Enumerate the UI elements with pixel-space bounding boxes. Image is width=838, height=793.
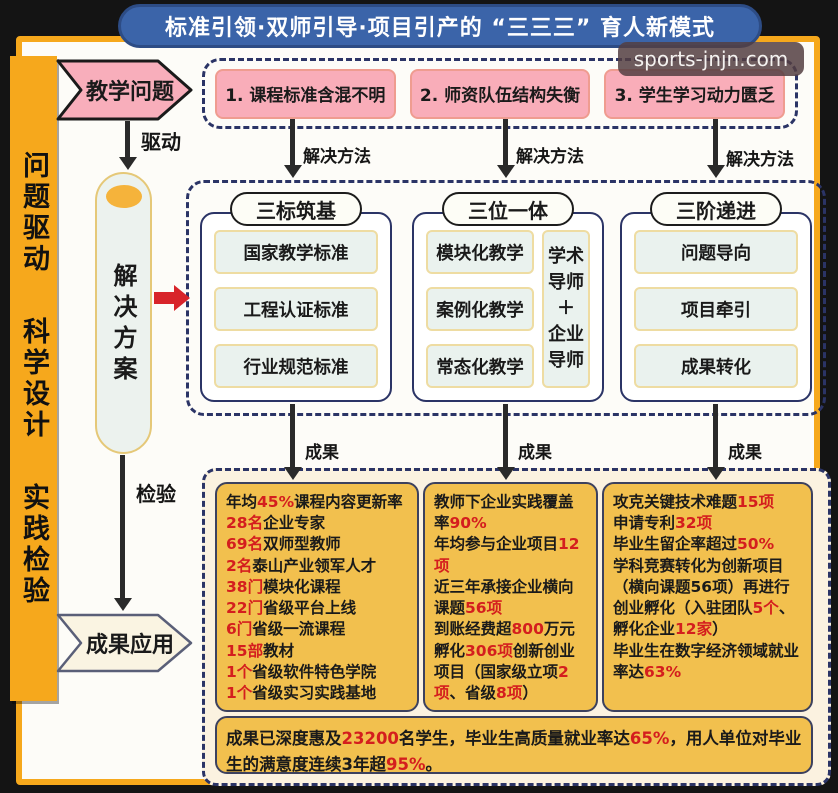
sidebox-line: 导师 xyxy=(548,271,584,293)
col1-header: 三标筑基 xyxy=(230,192,362,226)
col2-item-1: 模块化教学 xyxy=(426,230,534,274)
result-apply-label: 成果应用 xyxy=(85,633,174,658)
problems-row: 1. 课程标准含混不明 2. 师资队伍结构失衡 3. 学生学习动力匮乏 xyxy=(202,58,798,129)
slogan-problem-driven: 问题驱动 xyxy=(18,150,49,275)
problem-item-1: 1. 课程标准含混不明 xyxy=(215,68,396,119)
result-label-1: 成果 xyxy=(305,443,339,463)
col1-item-3: 行业规范标准 xyxy=(214,344,378,388)
col2-mentors-sidebox: 学术 导师 ＋ 企业 导师 xyxy=(542,230,590,388)
solve-label-2: 解决方法 xyxy=(516,147,584,167)
result-label-3: 成果 xyxy=(728,443,762,463)
col3-item-1: 问题导向 xyxy=(634,230,798,274)
result-arrow-3 xyxy=(713,404,718,467)
problem-item-2: 2. 师资队伍结构失衡 xyxy=(409,68,591,119)
solve-arrow-1 xyxy=(290,119,295,165)
solve-label-1: 解决方法 xyxy=(303,147,371,167)
sidebox-line: 导师 xyxy=(548,350,584,372)
solve-label-3: 解决方法 xyxy=(726,150,794,170)
col3-header: 三阶递进 xyxy=(650,192,782,226)
check-label: 检验 xyxy=(136,482,176,506)
chevron-shape-icon xyxy=(56,59,193,121)
slogan-practice-check: 实践检验 xyxy=(18,482,49,607)
solve-arrow-3 xyxy=(713,119,718,165)
drive-label: 驱动 xyxy=(141,130,181,154)
problems-dashed-box xyxy=(202,58,798,129)
col1-item-1: 国家教学标准 xyxy=(214,230,378,274)
teaching-problem-chevron: 教学问题 xyxy=(55,58,195,122)
results-summary-box: 成果已深度惠及23200名学生，毕业生高质量就业率达65%，用人单位对毕业生的满… xyxy=(215,716,813,774)
solution-col-trinity: 三位一体 模块化教学 案例化教学 常态化教学 学术 导师 ＋ 企业 导师 xyxy=(412,192,604,402)
result-arrow-1 xyxy=(290,404,295,467)
sidebox-line: 企业 xyxy=(548,324,584,346)
col3-item-2: 项目牵引 xyxy=(634,287,798,331)
col2-header: 三位一体 xyxy=(442,192,574,226)
sidebox-plus: ＋ xyxy=(557,297,575,319)
col3-item-3: 成果转化 xyxy=(634,344,798,388)
result-label-2: 成果 xyxy=(518,443,552,463)
results-box-innovation: 攻克关键技术难题15项申请专利32项毕业生留企率超过50%学科竞赛转化为创新项目… xyxy=(602,482,813,712)
solution-capsule-label: 解决方案 xyxy=(109,263,137,387)
results-box-enterprise: 教师下企业实践覆盖率90%年均参与企业项目12项近三年承接企业横向课题56项到账… xyxy=(423,482,598,712)
title-banner: 标准引领·双师引导·项目引产的 “三三三” 育人新模式 xyxy=(118,4,762,48)
check-arrow xyxy=(120,455,125,598)
col2-item-2: 案例化教学 xyxy=(426,287,534,331)
teaching-problem-label: 教学问题 xyxy=(85,80,174,105)
result-arrow-2 xyxy=(503,404,508,467)
left-slogan-bar: 问题驱动 科学设计 实践检验 xyxy=(10,56,57,701)
drive-arrow xyxy=(125,121,130,157)
watermark-text: sports-jnjn.com xyxy=(633,47,789,71)
solution-col-progression: 三阶递进 问题导向 项目牵引 成果转化 xyxy=(620,192,812,402)
problem-item-3: 3. 学生学习动力匮乏 xyxy=(604,68,786,119)
watermark-badge: sports-jnjn.com xyxy=(618,42,804,76)
sidebox-line: 学术 xyxy=(548,245,584,267)
result-apply-chevron: 成果应用 xyxy=(55,612,195,674)
col1-item-2: 工程认证标准 xyxy=(214,287,378,331)
col2-item-3: 常态化教学 xyxy=(426,344,534,388)
solution-col-standards: 三标筑基 国家教学标准 工程认证标准 行业规范标准 xyxy=(200,192,392,402)
chevron-shape-icon xyxy=(56,613,193,673)
page-title: 标准引领·双师引导·项目引产的 “三三三” 育人新模式 xyxy=(165,16,715,41)
capsule-dot-icon xyxy=(105,185,142,208)
solve-arrow-2 xyxy=(503,119,508,165)
red-arrow-icon xyxy=(152,283,192,317)
solution-capsule: 解决方案 xyxy=(95,172,152,454)
slogan-scientific-design: 科学设计 xyxy=(18,316,49,441)
